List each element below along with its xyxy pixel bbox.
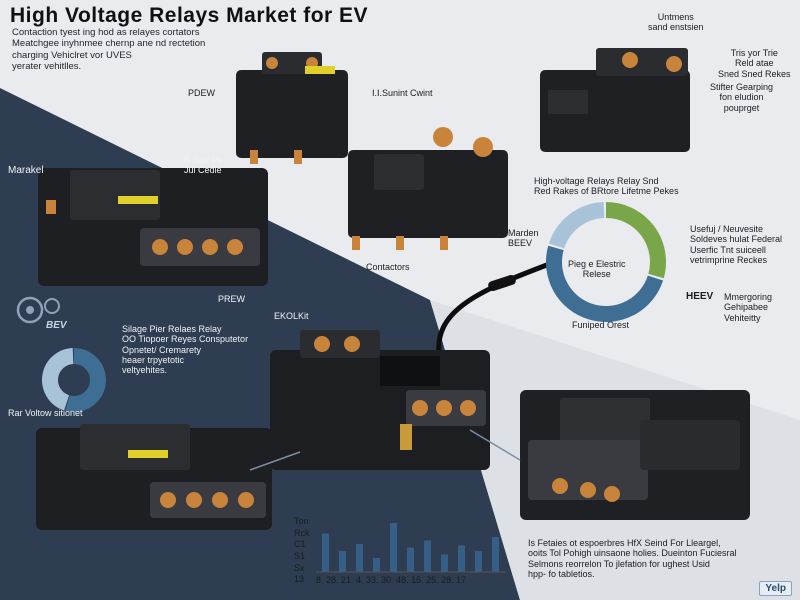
bottom-note: Is Fetaies ot espoerbres HfX Seind For L…: [528, 538, 737, 580]
useful-note: Usefuj / Neuvesite Soldeves hulat Federa…: [690, 224, 783, 266]
relay-module-left-top: [38, 168, 268, 286]
label-heev: HEEV: [686, 291, 714, 302]
label-eklkit: EKOLKit: [274, 311, 309, 321]
label-pdew: PDEW: [188, 88, 215, 98]
right-note-1: Tris yor Trie Reld atae Sned Sned Rekes: [718, 48, 791, 79]
brand-badge: Yelp: [759, 581, 792, 596]
label-funiped: Funiped Orest: [572, 320, 630, 330]
label-marden-beev: Marden BEEV: [508, 228, 539, 249]
heev-note: Mmergoring Gehipabee Vehiteitty: [724, 292, 773, 323]
top-right-note: Untmens sand enstsien: [648, 12, 704, 33]
relay-center-bottom: [270, 330, 490, 470]
bar-chart-x-labels: 8. 28. 21. 4. 33. 30. 48. 15. 25. 28. 17: [316, 575, 467, 585]
donut-slice-segment-green: [605, 202, 666, 279]
bar-6: [424, 540, 431, 572]
label-rater: R Ster Pe Jul Cedie: [184, 155, 224, 176]
bar-0: [322, 533, 329, 572]
pointer-arrow: [469, 429, 521, 461]
donut-slice-segment-blue: [546, 245, 664, 322]
bar-10: [492, 537, 499, 572]
donut-chart-main: [546, 202, 666, 322]
page-title: High Voltage Relays Market for EV: [10, 4, 369, 27]
bar-7: [441, 554, 448, 572]
donut-slice-segment-light: [42, 348, 74, 411]
bar-3: [373, 558, 380, 572]
label-bev: BEV: [46, 320, 67, 331]
bar-chart-y-labels: Ton Rck C1 S1 Sx 13: [294, 516, 310, 585]
bar-9: [475, 551, 482, 572]
bar-4: [390, 523, 397, 572]
relay-top-center: [236, 52, 348, 164]
label-cabint: I.I.Sunint Cwint: [372, 88, 433, 98]
bar-5: [407, 547, 414, 572]
contactor-center: [348, 127, 508, 250]
cable: [436, 257, 561, 361]
donut-slice-segment-light: [548, 202, 605, 249]
label-contactors: Contactors: [366, 262, 410, 272]
relay-top-right: [540, 48, 690, 152]
high-voltage-desc: High-voltage Relays Relay Snd Red Rakes …: [534, 176, 679, 197]
donut-slice-segment-dark: [65, 348, 106, 412]
bar-1: [339, 551, 346, 572]
relay-bottom-right: [520, 390, 750, 520]
gear-icon: [16, 296, 60, 324]
donut-center-label: Pieg e Elestric Relese: [568, 259, 626, 280]
label-market: Marakel: [8, 165, 44, 176]
pointer-arrow: [249, 451, 301, 471]
bar-chart: [322, 523, 499, 572]
label-rar-voltow: Rar Voltow sitionet: [8, 408, 83, 418]
label-prew: PREW: [218, 294, 245, 304]
donut-chart-small: [42, 348, 106, 412]
bar-8: [458, 545, 465, 572]
right-note-2: Stifter Gearping fon eludion pouprget: [710, 82, 774, 113]
relay-bottom-left: [36, 424, 272, 530]
intro-text: Contaction tyest ing hod as relayes cort…: [12, 27, 206, 73]
bar-2: [356, 544, 363, 572]
stage-note: Silage Pier Relaes Relay OO Tiopoer Reye…: [122, 324, 249, 376]
